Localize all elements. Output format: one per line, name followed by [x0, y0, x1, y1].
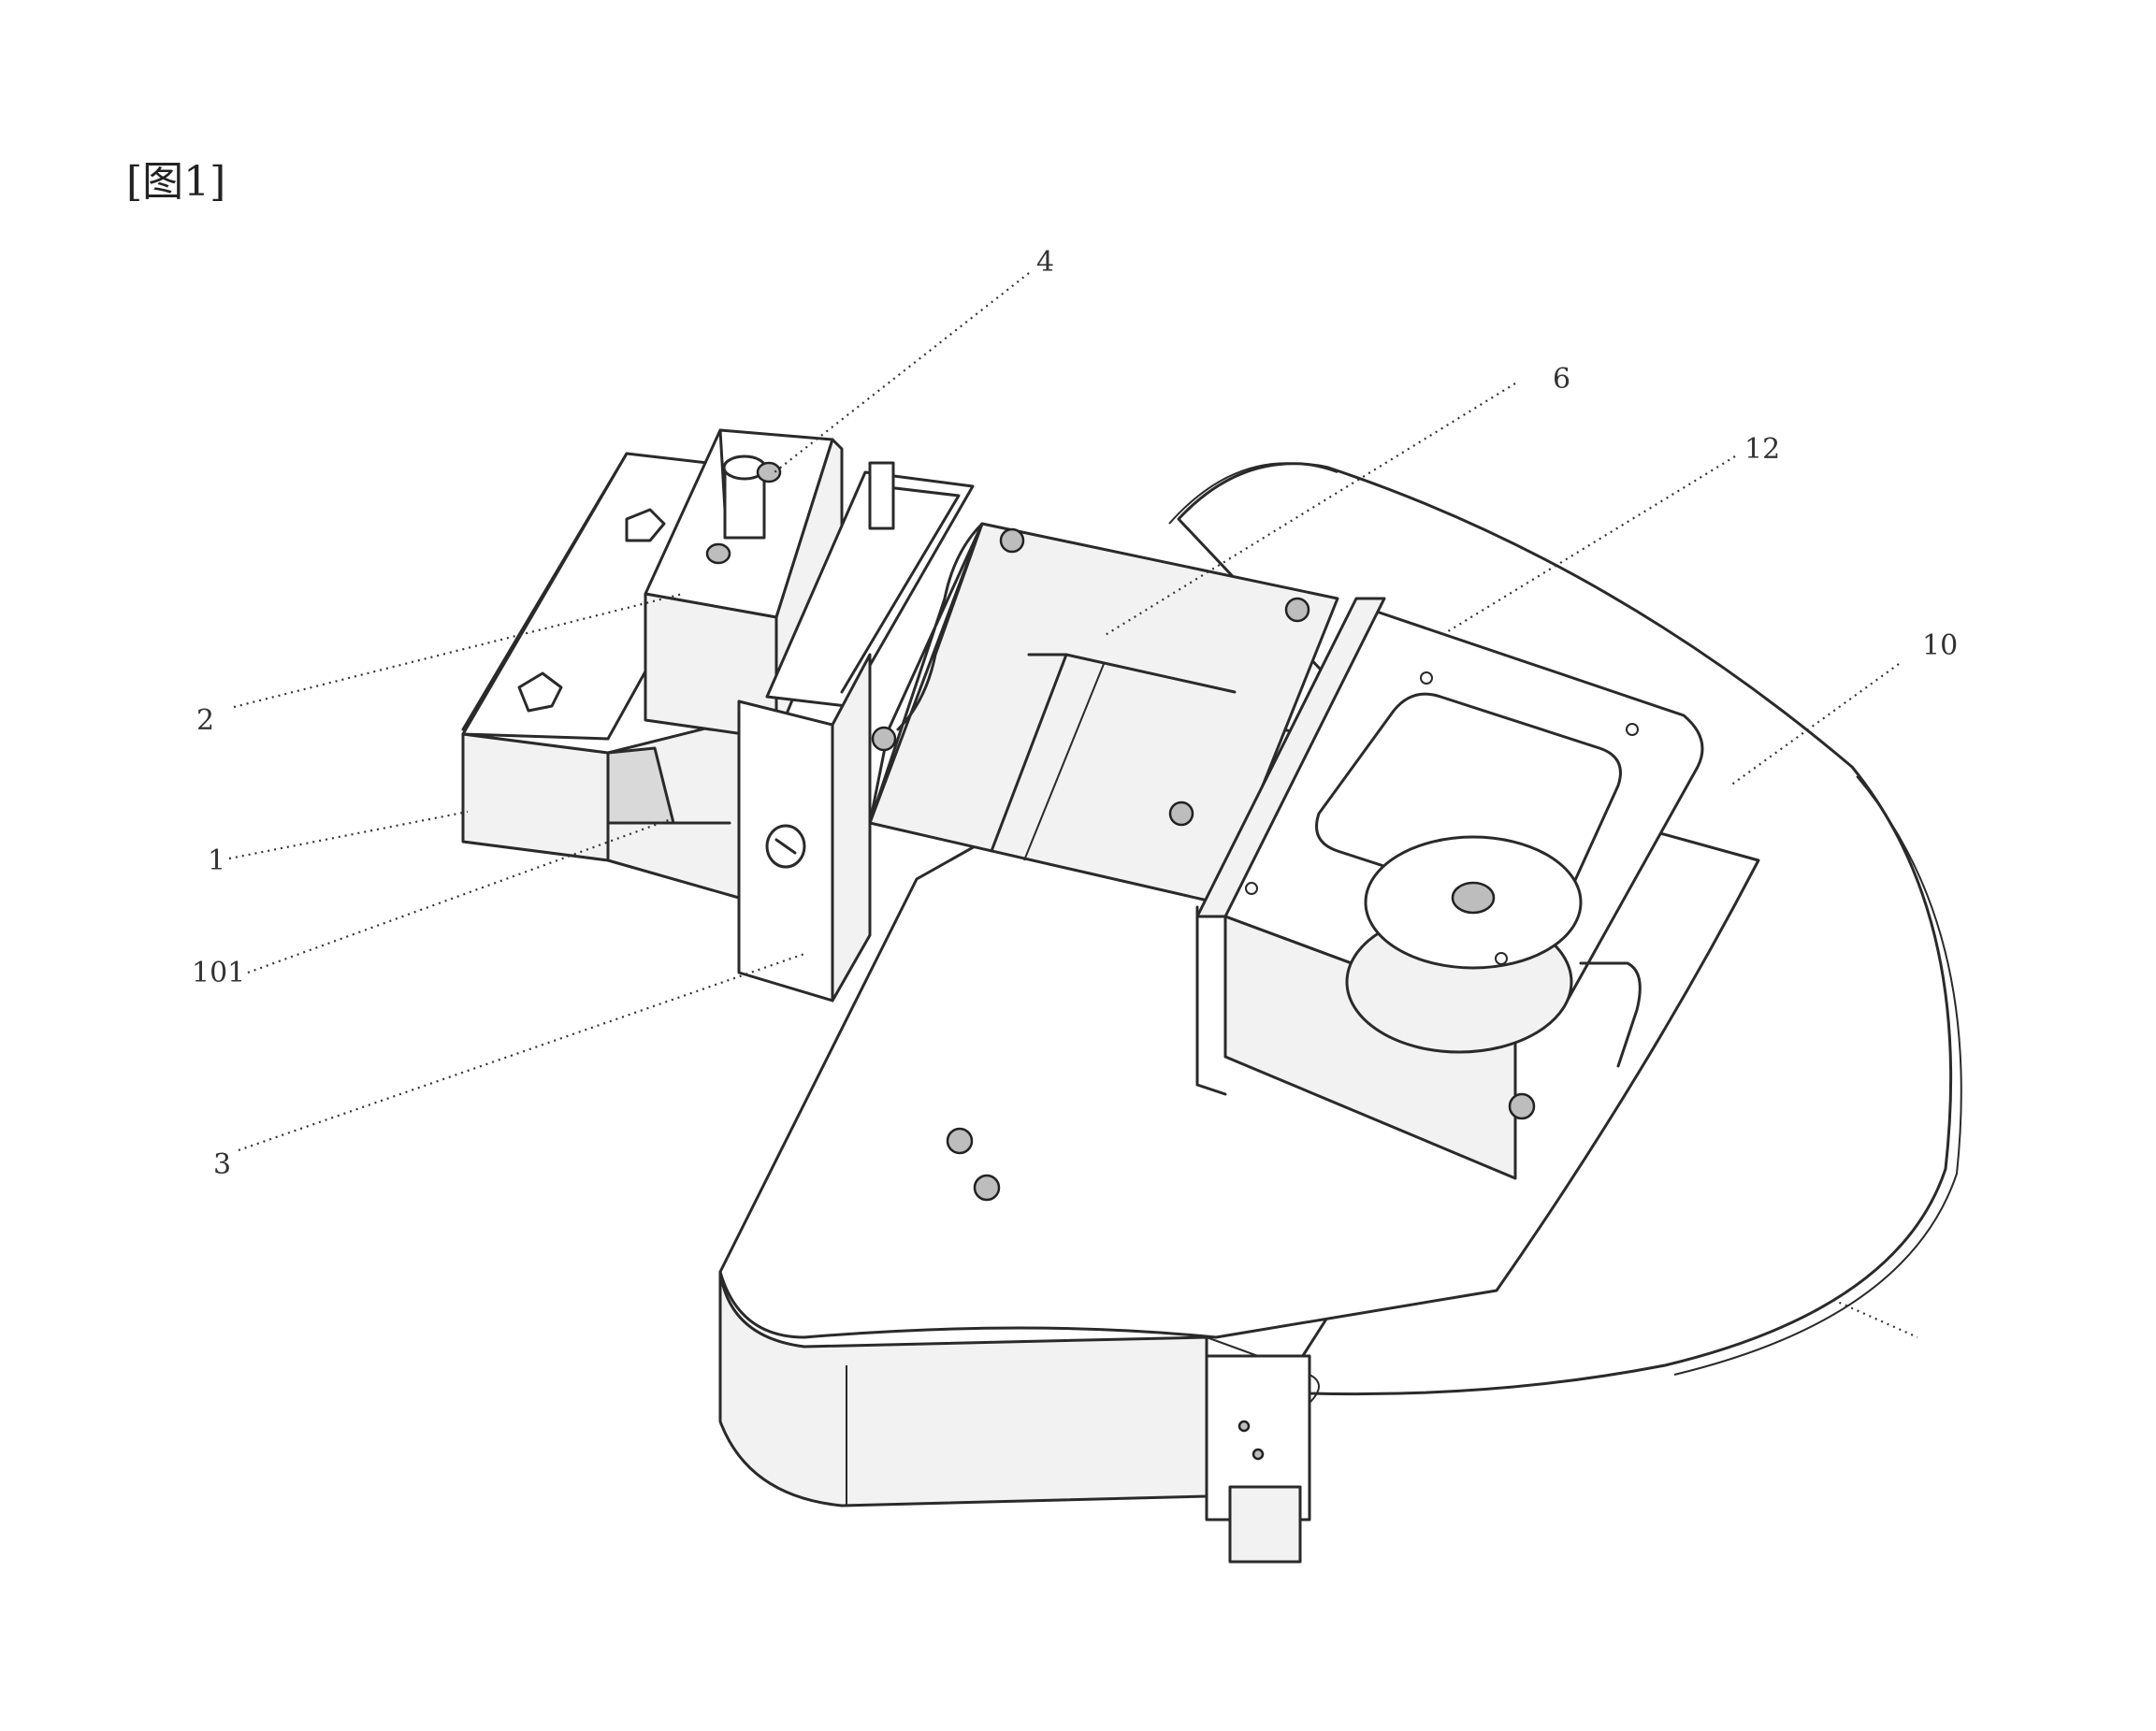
- label-1: 1: [208, 844, 225, 877]
- reference-labels: 4 6 12 10 2 1 101 3: [192, 246, 1958, 1181]
- bolts: [871, 527, 1639, 1202]
- label-101: 101: [192, 957, 245, 989]
- label-10: 10: [1922, 629, 1958, 662]
- label-2: 2: [196, 704, 214, 737]
- leader-lines: [228, 272, 1918, 1339]
- label-6: 6: [1553, 363, 1570, 396]
- top-plate: [1195, 597, 1704, 1180]
- label-3: 3: [213, 1148, 231, 1181]
- figure-title: [图1]: [126, 158, 226, 206]
- label-4: 4: [1036, 246, 1054, 279]
- side-plate: [737, 653, 872, 1003]
- lower-bracket: [1205, 1354, 1311, 1564]
- label-12: 12: [1744, 433, 1780, 466]
- handle-pin: [705, 454, 782, 565]
